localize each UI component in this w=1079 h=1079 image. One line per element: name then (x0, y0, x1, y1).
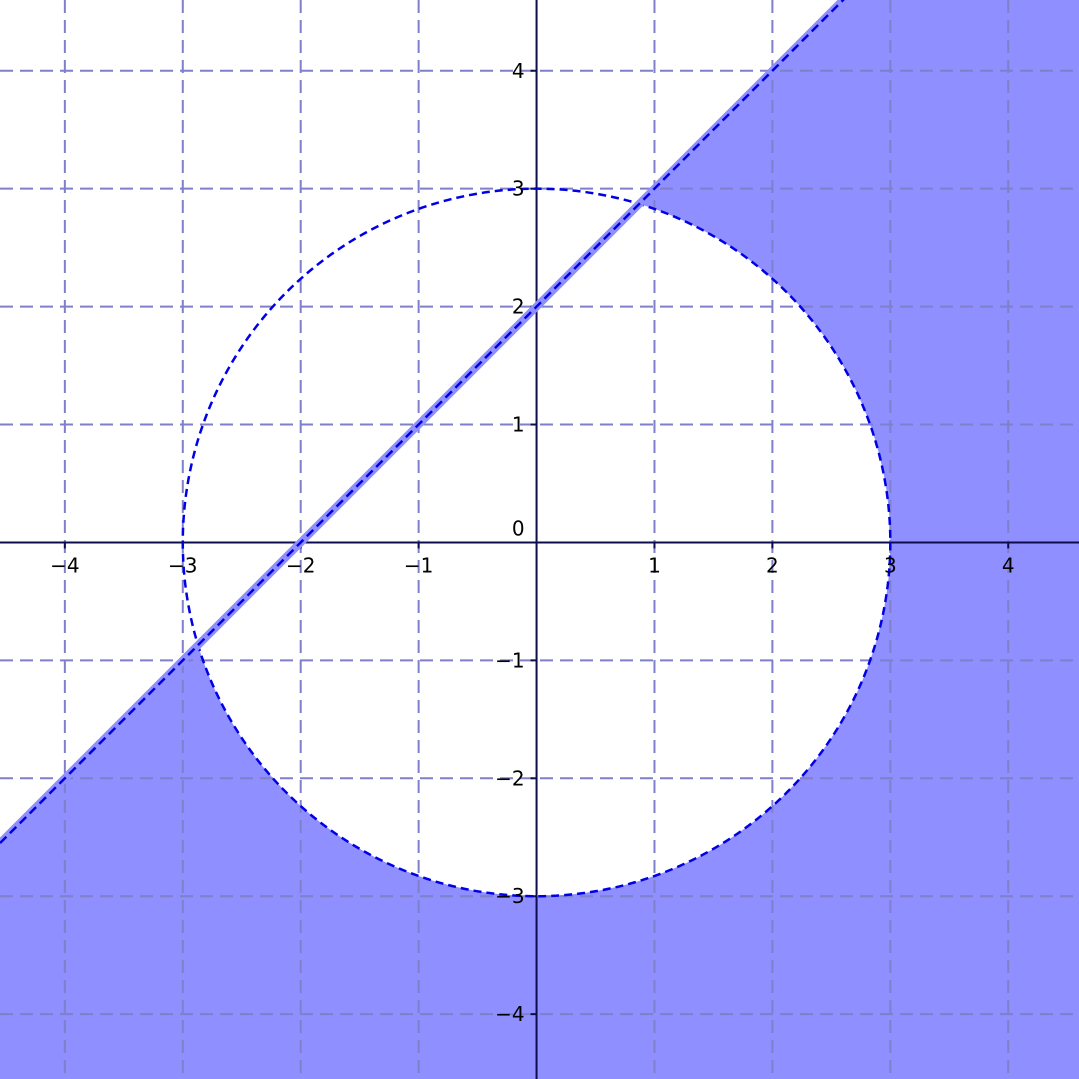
x-tick-label: 4 (1002, 553, 1015, 577)
circle-boundary (181, 187, 892, 898)
y-tick-label: 1 (512, 413, 525, 437)
line-boundary (0, 0, 845, 845)
x-tick-label: −2 (286, 553, 315, 577)
x-tick-label: −3 (168, 553, 197, 577)
y-tick-label: −2 (495, 766, 524, 790)
tick-labels: 0 −4 −3 −2 −1 1 2 3 4 −4 −3 −2 −1 1 2 3 4 (50, 59, 1014, 1026)
x-tick-label: 3 (884, 553, 897, 577)
y-tick-label: 2 (512, 295, 525, 319)
x-tick-label: −4 (50, 553, 79, 577)
y-tick-label: 4 (512, 59, 525, 83)
origin-label: 0 (512, 516, 525, 540)
x-tick-label: 1 (648, 553, 661, 577)
y-tick-label: −1 (495, 648, 524, 672)
x-tick-label: −1 (404, 553, 433, 577)
y-tick-label: 3 (512, 177, 525, 201)
y-tick-label: −4 (495, 1002, 524, 1026)
y-tick-label: −3 (495, 884, 524, 908)
x-tick-label: 2 (766, 553, 779, 577)
